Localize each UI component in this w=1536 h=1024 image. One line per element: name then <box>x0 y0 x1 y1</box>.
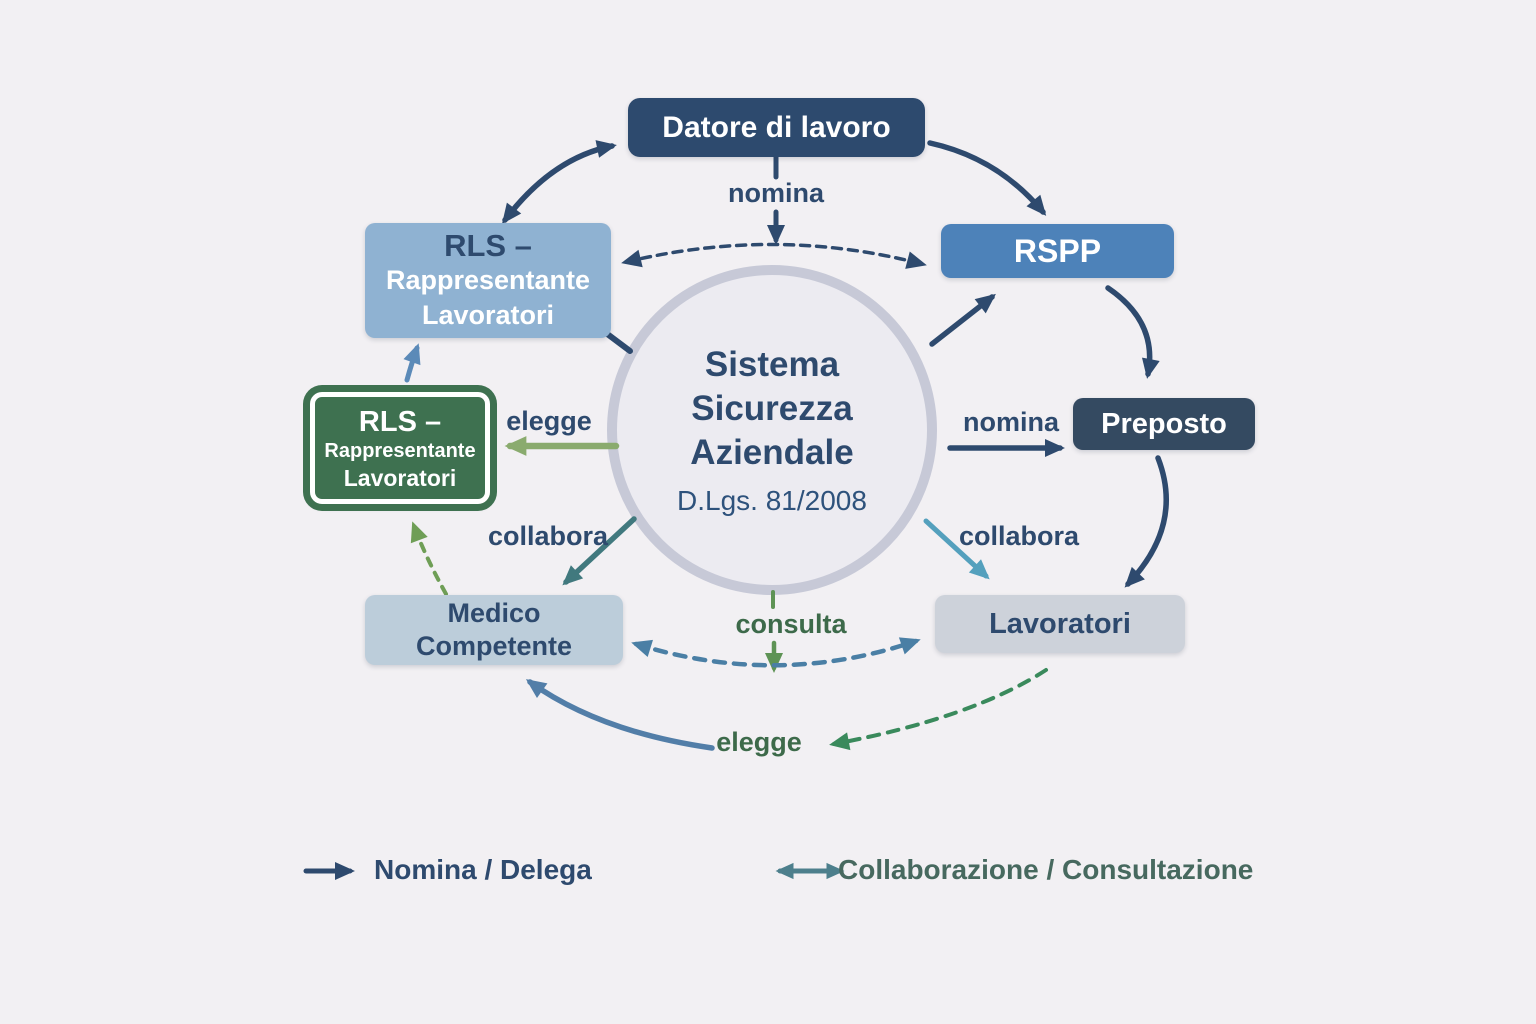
arc-rspp-preposto <box>1105 285 1160 379</box>
center-title-line2: Sicurezza <box>691 389 853 428</box>
edge-label-nomina-right: nomina <box>962 407 1060 437</box>
node-rls-green-line1: RLS – <box>358 405 442 438</box>
node-rls-rappresentante-green: RLS – Rappresentante Lavoratori <box>310 392 490 504</box>
arrow-circle-lavoratori <box>923 518 990 580</box>
node-rls-rappresentante-top: RLS – Rappresentante Lavoratori <box>365 223 611 338</box>
dashed-medico-lavoratori <box>631 637 921 668</box>
node-medico-line1: Medico <box>447 598 541 628</box>
node-rls-top-line2: Rappresentante <box>385 265 591 295</box>
node-rls-green-line3: Lavoratori <box>343 464 457 491</box>
legend-collaborazione-consultazione: Collaborazione / Consultazione <box>838 854 1254 885</box>
node-medico-line2: Competente <box>415 631 572 661</box>
center-title-line1: Sistema <box>704 345 840 384</box>
node-rspp-label: RSPP <box>1013 232 1102 269</box>
center-title-line3: Aziendale <box>690 433 854 472</box>
node-preposto: Preposto <box>1073 398 1255 450</box>
node-medico-competente: Medico Competente <box>365 595 623 665</box>
node-preposto-label: Preposto <box>1101 407 1227 440</box>
node-rls-green-line2: Rappresentante <box>324 439 476 462</box>
dashed-arc-rls-rspp <box>621 242 927 269</box>
arrow-circle-rspp <box>929 293 996 347</box>
arc-datore-rls <box>501 140 617 224</box>
edge-label-collabora-right: collabora <box>958 521 1080 551</box>
stub-rls-circle <box>603 330 633 354</box>
arc-elegge-medico <box>525 679 715 751</box>
node-lavoratori-label: Lavoratori <box>989 607 1131 640</box>
edge-label-consulta: consulta <box>735 609 847 639</box>
edge-label-collabora-left: collabora <box>487 521 609 551</box>
edge-label-elegge-left: elegge <box>506 406 592 436</box>
legend-nomina-delega: Nomina / Delega <box>374 854 592 885</box>
arc-preposto-lavoratori <box>1124 455 1169 588</box>
center-subtitle: D.Lgs. 81/2008 <box>677 485 867 516</box>
edge-label-nomina-top: nomina <box>727 178 825 208</box>
arrow-rlsgreen-rlsblue <box>403 343 421 383</box>
node-lavoratori: Lavoratori <box>935 595 1185 653</box>
node-rls-top-line3: Lavoratori <box>421 300 555 330</box>
node-rls-top-line1: RLS – <box>444 228 532 263</box>
dashed-medico-rlsgreen <box>410 521 448 596</box>
node-rspp: RSPP <box>941 224 1174 278</box>
node-datore-label: Datore di lavoro <box>662 110 891 144</box>
dashed-lavoratori-elegge <box>829 668 1048 751</box>
edge-label-elegge-bottom: elegge <box>716 727 802 757</box>
arrow-circle-medico <box>562 516 637 586</box>
node-datore-di-lavoro: Datore di lavoro <box>628 98 925 157</box>
center-circle: Sistema Sicurezza Aziendale D.Lgs. 81/20… <box>607 265 937 595</box>
arc-datore-rspp <box>927 140 1047 216</box>
center-title: Sistema Sicurezza Aziendale <box>690 343 853 475</box>
